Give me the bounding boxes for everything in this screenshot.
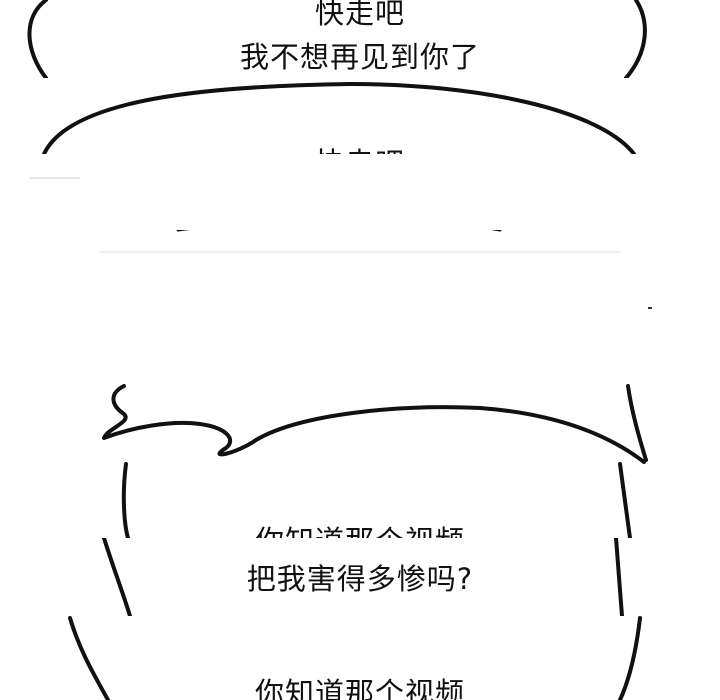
speech-bubble-8 — [68, 616, 642, 700]
speech-bubble-7 — [102, 538, 624, 616]
panel-strip-2: 快走吧 — [0, 78, 720, 154]
bubble-1-line-1: 快走吧 — [314, 0, 405, 30]
speech-bubble-2 — [42, 81, 636, 154]
panel-strip-8: 你知道那个视频 — [0, 616, 720, 700]
bubble-8-line-1: 你知道那个视频 — [254, 676, 465, 700]
panel-strip-7: 把我害得多惨吗? — [0, 538, 720, 616]
panel-strip-3 — [0, 154, 720, 230]
speech-bubble-4 — [100, 230, 620, 253]
bubble-6-line-1: 你知道那个视频 — [0, 518, 720, 538]
bubble-7-line-1: 把我害得多惨吗? — [246, 562, 474, 596]
speech-bubble-1 — [27, 0, 647, 78]
panel-strip-4 — [0, 230, 720, 306]
panel-strip-6: 你知道那个视频 — [0, 384, 720, 538]
bubble-1-line-2: 我不想再见到你了 — [239, 40, 480, 74]
panel-strip-1: 快走吧 我不想再见到你了 — [0, 0, 720, 78]
faint-edge-5 — [648, 307, 652, 309]
speech-bubble-6 — [102, 384, 648, 538]
faint-edge-3 — [30, 177, 80, 179]
bubble-2-line-1: 快走吧 — [0, 140, 720, 154]
panel-strip-5 — [0, 306, 720, 384]
